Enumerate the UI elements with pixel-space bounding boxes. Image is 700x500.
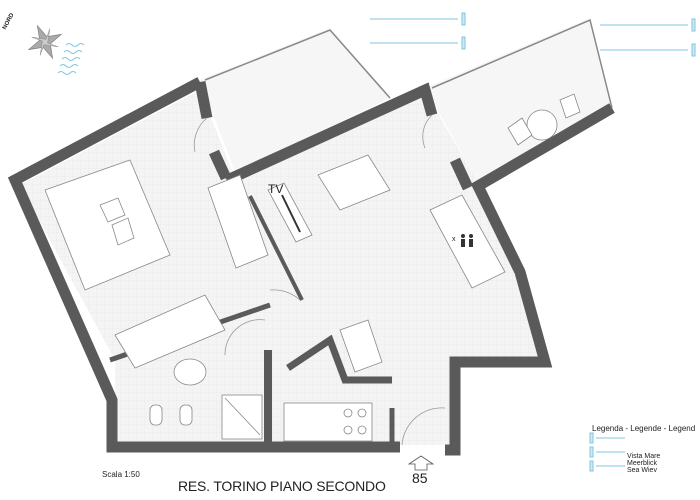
person-icon bbox=[461, 234, 473, 247]
legend-item: Vista Mare bbox=[627, 453, 661, 460]
balcony-left-floor bbox=[200, 28, 390, 172]
legend-item: Meerblick bbox=[627, 460, 657, 467]
pillow bbox=[111, 217, 135, 246]
legend-item: Sea Wiev bbox=[627, 467, 657, 474]
kitchen-counter bbox=[283, 402, 373, 442]
double-bed bbox=[44, 159, 171, 291]
pillow bbox=[99, 197, 126, 223]
balcony-table bbox=[526, 109, 558, 141]
dining-table bbox=[317, 154, 391, 211]
door-swings bbox=[193, 114, 446, 446]
sea-view-markers bbox=[370, 12, 696, 472]
wardrobe bbox=[207, 174, 269, 269]
single-bed bbox=[114, 294, 226, 369]
sofa bbox=[429, 194, 506, 289]
balcony-railings bbox=[204, 18, 613, 109]
compass-rose-icon bbox=[27, 24, 63, 60]
furniture bbox=[44, 93, 581, 442]
balcony-right-floor bbox=[425, 18, 612, 182]
legend-title: Legenda - Legende - Legend bbox=[592, 424, 696, 433]
balcony-chair bbox=[507, 117, 533, 146]
scale-label: Scala 1:50 bbox=[102, 470, 140, 479]
tv-label: TV bbox=[268, 182, 284, 196]
entrance-number: 85 bbox=[412, 470, 428, 486]
entrance-arrow-icon bbox=[407, 455, 435, 471]
balcony-chair bbox=[559, 93, 581, 119]
bidet bbox=[149, 404, 163, 426]
toilet bbox=[179, 404, 193, 426]
armchair bbox=[339, 319, 383, 373]
sea-waves-icon bbox=[57, 43, 85, 75]
washbasin bbox=[173, 358, 207, 386]
sofa-mark: x bbox=[452, 236, 456, 243]
plan-title: RES. TORINO PIANO SECONDO bbox=[178, 478, 386, 494]
